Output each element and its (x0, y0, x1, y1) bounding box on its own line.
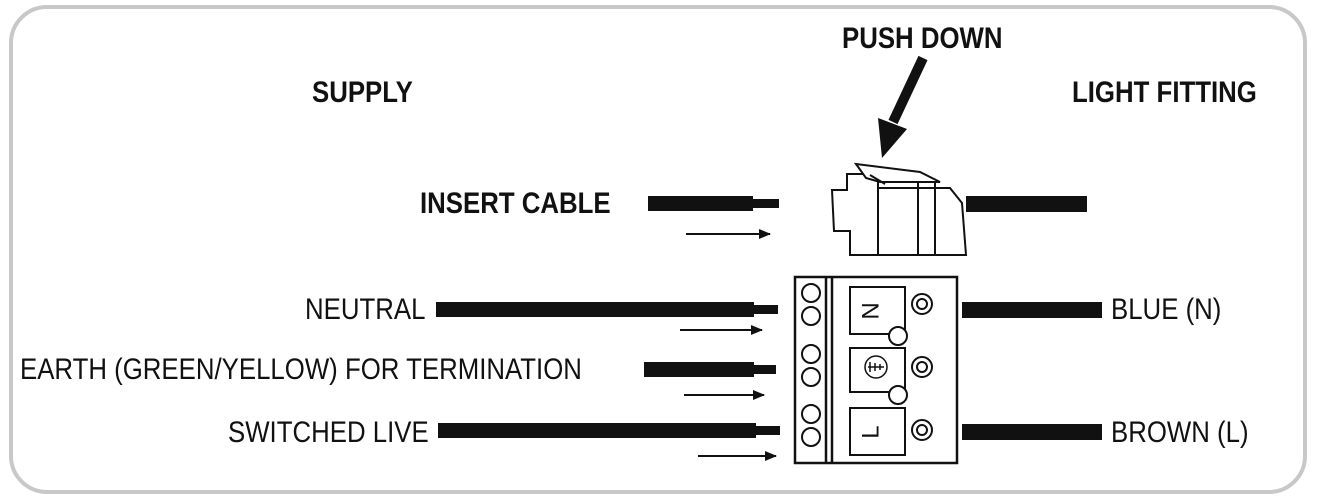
earth-label: EARTH (GREEN/YELLOW) FOR TERMINATION (20, 353, 582, 386)
neutral-wire (436, 302, 778, 317)
push-down-arrow (878, 55, 928, 158)
earth-symbol-icon (864, 355, 888, 379)
cable-entry-holes (801, 283, 821, 447)
neutral-label: NEUTRAL (305, 293, 426, 326)
neutral-symbol: N (857, 302, 884, 319)
live-symbol: L (857, 425, 884, 438)
switched-live-wire (438, 423, 780, 438)
diagram-frame (9, 5, 1307, 494)
supply-label: SUPPLY (312, 76, 413, 109)
brown-wire (962, 424, 1102, 440)
insert-cable-label: INSERT CABLE (420, 187, 611, 220)
blue-n-label: BLUE (N) (1111, 293, 1222, 326)
earth-wire (644, 362, 776, 377)
insert-cable-wire (648, 196, 779, 211)
live-terminal (849, 407, 933, 456)
blue-wire (962, 302, 1102, 318)
switched-live-label: SWITCHED LIVE (228, 416, 429, 449)
brown-l-label: BROWN (L) (1111, 416, 1249, 449)
light-fitting-label: LIGHT FITTING (1072, 76, 1257, 109)
push-down-label: PUSH DOWN (842, 22, 1003, 55)
neutral-terminal (849, 286, 933, 346)
earth-terminal (849, 347, 933, 405)
lever-connector-side-view (830, 162, 968, 256)
fitting-cable-top (966, 196, 1087, 212)
